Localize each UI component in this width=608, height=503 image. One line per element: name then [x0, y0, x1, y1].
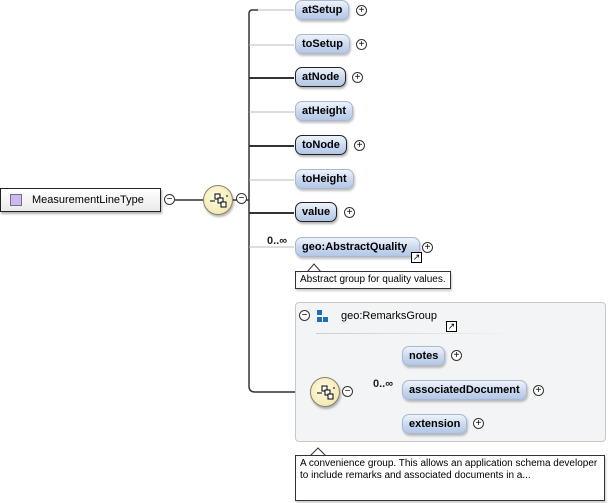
group-header-divider	[316, 333, 521, 334]
group-icon	[317, 310, 328, 322]
collapse-sequence-button[interactable]: −	[236, 193, 247, 204]
element-atnode[interactable]: atNode	[295, 67, 347, 87]
element-abstract-quality[interactable]: geo:AbstractQuality	[295, 237, 420, 257]
element-atheight[interactable]: atHeight	[295, 101, 353, 121]
element-extension[interactable]: extension	[402, 414, 468, 434]
remarks-sequence-compositor-icon[interactable]	[310, 377, 340, 407]
element-value[interactable]: value	[295, 202, 338, 222]
element-tosetup[interactable]: toSetup	[295, 34, 350, 54]
link-arrow-icon[interactable]: ↗	[411, 252, 422, 263]
expand-abstract-quality-button[interactable]: +	[422, 242, 433, 253]
collapse-root-button[interactable]: −	[164, 194, 175, 205]
remarks-group-label: geo:RemarksGroup	[341, 310, 437, 322]
expand-atnode-button[interactable]: +	[352, 72, 363, 83]
collapse-remarks-sequence-button[interactable]: −	[342, 386, 353, 397]
element-associated-document[interactable]: associatedDocument	[402, 380, 527, 400]
sequence-compositor-icon[interactable]	[203, 185, 233, 215]
annotation-remarks-group: A convenience group. This allows an appl…	[295, 455, 605, 501]
remarks-link-arrow-icon[interactable]: ↗	[446, 321, 457, 332]
complex-type-icon	[10, 194, 22, 206]
collapse-remarks-group-button[interactable]: −	[299, 310, 310, 321]
occurrence-abstract-quality: 0..∞	[267, 235, 288, 247]
element-atsetup[interactable]: atSetup	[295, 0, 350, 20]
expand-notes-button[interactable]: +	[451, 350, 462, 361]
element-tonode[interactable]: toNode	[295, 135, 347, 155]
element-toheight[interactable]: toHeight	[295, 169, 354, 189]
expand-extension-button[interactable]: +	[473, 418, 484, 429]
sequence-glyph	[317, 385, 335, 400]
expand-atsetup-button[interactable]: +	[356, 5, 367, 16]
element-notes[interactable]: notes	[402, 346, 446, 366]
expand-value-button[interactable]: +	[344, 207, 355, 218]
root-type-box[interactable]: MeasurementLineType	[0, 188, 161, 212]
occurrence-associated-document: 0..∞	[373, 378, 394, 390]
sequence-glyph	[210, 193, 228, 208]
annotation-abstract-quality: Abstract group for quality values.	[295, 271, 451, 289]
expand-tosetup-button[interactable]: +	[356, 39, 367, 50]
expand-associated-document-button[interactable]: +	[533, 385, 544, 396]
root-type-label: MeasurementLineType	[32, 194, 144, 206]
expand-tonode-button[interactable]: +	[354, 140, 365, 151]
